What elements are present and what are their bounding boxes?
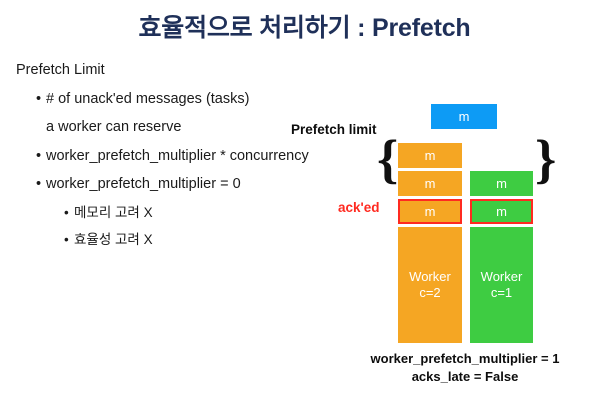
- list-item: • 메모리 고려 X: [16, 204, 371, 220]
- worker-concurrency: c=2: [419, 285, 441, 300]
- bullet-marker: •: [64, 232, 69, 247]
- list-item-label: 메모리 고려 X: [74, 204, 153, 220]
- list-item: a worker can reserve: [16, 120, 371, 135]
- bullet-heading-text: Prefetch Limit: [16, 62, 105, 78]
- bullet-marker: •: [36, 176, 42, 192]
- message-block: m: [398, 143, 462, 168]
- list-item-label: a worker can reserve: [46, 119, 182, 135]
- message-block: m: [398, 171, 462, 196]
- bullet-marker: •: [36, 90, 42, 107]
- bullet-heading: Prefetch Limit: [16, 63, 371, 78]
- worker-block-b: Worker c=1: [470, 227, 533, 343]
- list-item-label: # of unack'ed messages (tasks): [46, 90, 250, 107]
- message-block-acked: m: [470, 199, 533, 224]
- bullet-marker: •: [64, 204, 69, 220]
- incoming-message-block: m: [431, 104, 497, 129]
- list-item-label: 효율성 고려 X: [74, 232, 153, 247]
- caption-line-1: worker_prefetch_multiplier = 1: [370, 351, 560, 366]
- list-item: •worker_prefetch_multiplier = 0: [16, 177, 371, 192]
- list-item: • 효율성 고려 X: [16, 233, 371, 247]
- list-item: •worker_prefetch_multiplier * concurrenc…: [16, 147, 371, 164]
- bullet-list: Prefetch Limit •# of unack'ed messages (…: [16, 63, 371, 261]
- caption-line-2: acks_late = False: [411, 368, 519, 384]
- message-block-acked: m: [398, 199, 462, 224]
- worker-title: Worker: [409, 268, 451, 284]
- worker-block-a: Worker c=2: [398, 227, 462, 343]
- acked-label: ack'ed: [338, 200, 380, 215]
- bullet-marker: •: [36, 147, 42, 164]
- brace-left-icon: {: [377, 129, 399, 189]
- diagram-caption: worker_prefetch_multiplier = 1 acks_late…: [340, 350, 590, 385]
- list-item: •# of unack'ed messages (tasks): [16, 90, 371, 107]
- brace-right-icon: }: [535, 129, 557, 189]
- prefetch-limit-label: Prefetch limit: [291, 122, 377, 137]
- worker-title: Worker: [480, 268, 523, 284]
- worker-concurrency: c=1: [490, 285, 513, 300]
- list-item-label: worker_prefetch_multiplier = 0: [46, 176, 241, 192]
- list-item-label: worker_prefetch_multiplier * concurrency: [46, 147, 309, 164]
- page-title: 효율적으로 처리하기 : Prefetch: [138, 14, 471, 42]
- message-block: m: [470, 171, 533, 196]
